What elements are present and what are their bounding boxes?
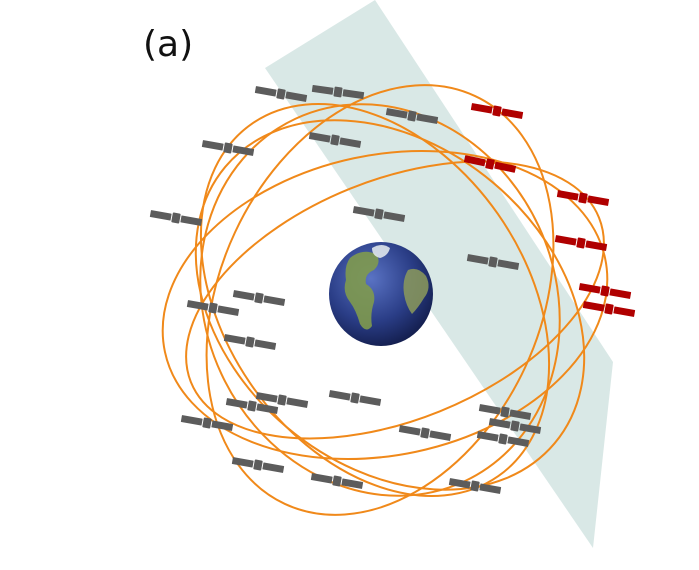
satellite — [231, 455, 285, 475]
earth — [329, 242, 433, 346]
orbit-ring — [199, 102, 551, 498]
orbit-ring — [205, 84, 555, 516]
earth-land-greenland — [372, 245, 390, 258]
orbit-ring — [161, 150, 609, 460]
satellite-highlighted — [582, 299, 636, 319]
satellite — [398, 423, 452, 443]
satellite — [232, 288, 286, 308]
orbit-ring — [185, 160, 605, 440]
orbital-plane — [265, 0, 613, 548]
satellite — [328, 388, 382, 408]
satellite — [223, 332, 277, 352]
earth-land-africa — [403, 268, 429, 314]
earth-land-americas — [344, 251, 379, 330]
satellite — [201, 138, 255, 158]
satellite-highlighted — [554, 233, 608, 253]
satellite-highlighted — [470, 101, 524, 121]
panel-label: (a) — [143, 24, 194, 65]
satellite — [149, 208, 203, 228]
satellite-highlighted — [556, 188, 610, 208]
satellite — [310, 471, 364, 491]
